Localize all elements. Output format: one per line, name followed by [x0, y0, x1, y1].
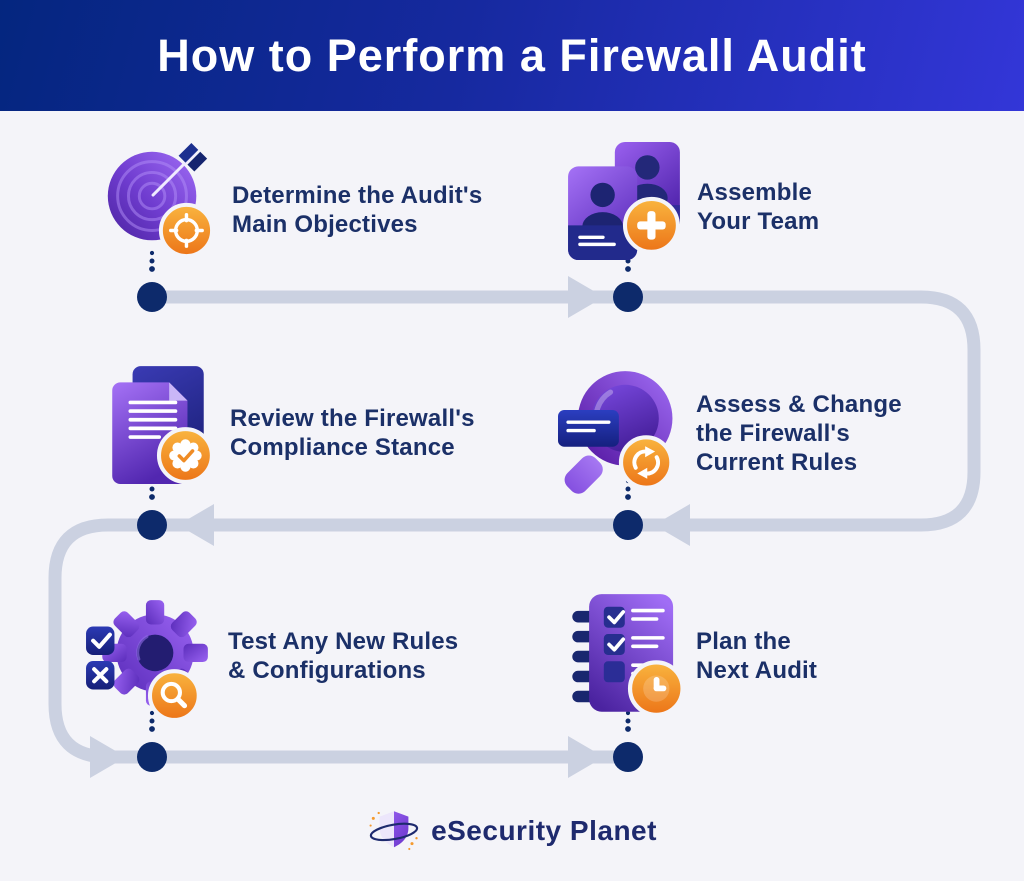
- rules-card: [558, 410, 619, 447]
- step3-line1: Review the Firewall's: [230, 405, 475, 432]
- magnifier-handle: [564, 455, 603, 494]
- node-step3: [137, 510, 167, 540]
- node-step5: [137, 742, 167, 772]
- search-badge-icon: [147, 669, 201, 722]
- step4-line2: the Firewall's: [696, 420, 850, 447]
- crosshair-badge-icon: [158, 202, 214, 258]
- refresh-badge-icon: [618, 435, 674, 490]
- gear-hole: [136, 634, 174, 672]
- title-banner: How to Perform a Firewall Audit: [0, 0, 1024, 111]
- compliance-documents-icon: [112, 366, 214, 484]
- node-step4: [613, 510, 643, 540]
- step6-line1: Plan the: [696, 628, 791, 655]
- step2-line1: Assemble: [697, 179, 812, 206]
- logo-text: eSecurity Planet: [431, 815, 657, 846]
- arrowhead-step1-to-step2: [568, 276, 604, 318]
- step6-label: Plan the Next Audit: [696, 627, 817, 685]
- logo-sparkles: [369, 811, 418, 851]
- node-step2: [613, 282, 643, 312]
- page-title: How to Perform a Firewall Audit: [157, 29, 867, 81]
- footer-logo: eSecurity Planet: [0, 806, 1024, 856]
- node-step1: [137, 282, 167, 312]
- arrowhead-step5-to-step6: [568, 736, 604, 778]
- node-step6: [613, 742, 643, 772]
- step3-line2: Compliance Stance: [230, 434, 455, 461]
- target-dartboard-icon: [107, 142, 214, 258]
- step4-label: Assess & Change the Firewall's Current R…: [696, 390, 902, 477]
- step4-line1: Assess & Change: [696, 391, 902, 418]
- arrowhead-into-step5: [90, 736, 126, 778]
- arrowhead-step4-to-step3: [178, 504, 214, 546]
- front-id-card: [568, 166, 638, 260]
- check-square: [86, 626, 115, 655]
- step1-line1: Determine the Audit's: [232, 182, 483, 209]
- step3-label: Review the Firewall's Compliance Stance: [230, 404, 475, 462]
- seal-check-badge-icon: [156, 427, 214, 484]
- step6-line2: Next Audit: [696, 657, 818, 684]
- team-id-cards-icon: [568, 142, 680, 260]
- gear-test-icon: [86, 600, 208, 722]
- clock-badge-icon: [627, 660, 685, 717]
- x-square: [86, 661, 115, 690]
- notebook-plan-icon: [572, 594, 685, 717]
- step2-line2: Your Team: [697, 208, 820, 235]
- logo-orbit-ring: [369, 822, 419, 842]
- dart-fin: [187, 151, 208, 172]
- step1-label: Determine the Audit's Main Objectives: [232, 181, 482, 239]
- step4-line3: Current Rules: [696, 449, 858, 476]
- step5-line1: Test Any New Rules: [228, 628, 459, 655]
- step5-label: Test Any New Rules & Configurations: [228, 627, 458, 685]
- magnifier-rules-icon: [558, 371, 674, 494]
- step5-line2: & Configurations: [228, 657, 426, 684]
- dart-fin: [178, 142, 199, 163]
- step2-label: Assemble Your Team: [697, 178, 819, 236]
- shield-planet-logo-icon: [369, 811, 419, 851]
- arrowhead-into-step4: [654, 504, 690, 546]
- step1-line2: Main Objectives: [232, 211, 418, 238]
- plus-badge-icon: [622, 196, 680, 254]
